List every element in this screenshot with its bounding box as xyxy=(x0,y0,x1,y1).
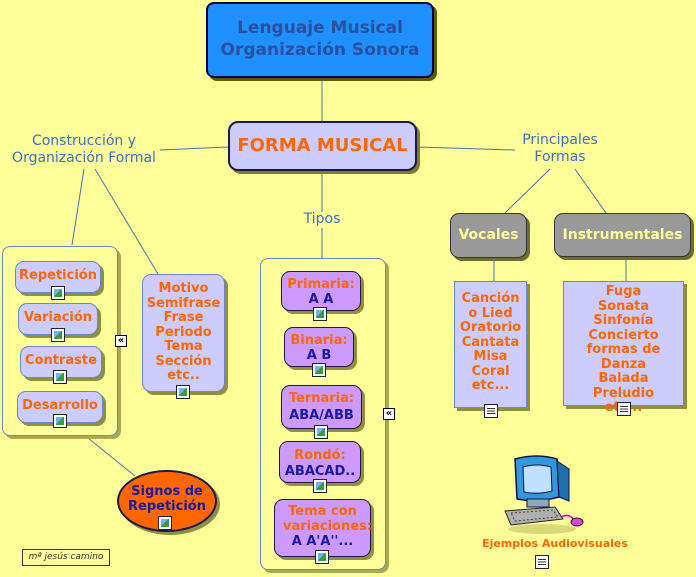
vocal-form-item: Oratorio xyxy=(459,320,522,335)
type-primaria[interactable]: Primaria: A A xyxy=(281,271,361,311)
instrumental-form-item: Sinfonía xyxy=(593,313,654,328)
image-resource-icon[interactable] xyxy=(158,516,172,530)
instrumental-form-item: Concierto xyxy=(588,327,659,343)
branch-construction-line-1: Construcción y xyxy=(31,133,137,149)
type-name: Rondó: xyxy=(294,448,346,463)
type-name: Primaria: xyxy=(287,277,355,292)
title-line-2: Organización Sonora xyxy=(220,40,420,60)
branch-construction-line-2: Organización Formal xyxy=(12,150,156,166)
structure-unit: etc.. xyxy=(167,368,200,383)
type-binaria[interactable]: Binaria: A B xyxy=(284,327,354,367)
vocal-forms-node: Vocales xyxy=(450,213,527,258)
audiovisual-link-icon[interactable] xyxy=(535,555,549,569)
vocal-form-item: etc... xyxy=(471,378,510,393)
computer-icon xyxy=(504,455,584,534)
type-scheme: A A'A''... xyxy=(291,534,354,549)
instrumental-form-item: Fuga xyxy=(605,284,642,299)
image-resource-icon[interactable] xyxy=(314,425,328,439)
central-node: FORMA MUSICAL xyxy=(228,121,417,171)
image-resource-icon[interactable] xyxy=(312,363,326,377)
image-resource-icon[interactable] xyxy=(53,370,67,384)
branch-forms-label: Principales Formas xyxy=(500,132,620,166)
image-resource-icon[interactable] xyxy=(176,385,190,399)
repetition-signs-line-1: Signos de xyxy=(131,484,203,499)
structure-unit: Periodo xyxy=(155,324,212,340)
image-resource-icon[interactable] xyxy=(313,307,327,321)
image-resource-icon[interactable] xyxy=(51,328,65,342)
type-scheme: ABA/ABB xyxy=(289,408,354,423)
type-name: Tema con variaciones: xyxy=(283,504,372,534)
title-line-1: Lenguaje Musical xyxy=(237,18,403,38)
element-label: Variación xyxy=(23,310,93,325)
vocal-form-item: Canción o Lied xyxy=(461,291,520,321)
type-scheme: A B xyxy=(306,348,332,363)
type-tema-con-variaciones[interactable]: Tema con variaciones: A A'A''... xyxy=(274,499,372,557)
structure-unit: Sección xyxy=(155,353,212,369)
element-label: Repetición xyxy=(19,268,97,283)
branch-types-label: Tipos xyxy=(303,211,341,227)
structure-unit: Tema xyxy=(164,339,203,354)
vocal-form-item: Misa xyxy=(473,349,508,364)
branch-construction-label: Construcción y Organización Formal xyxy=(4,133,164,167)
document-icon[interactable] xyxy=(617,402,631,416)
instrumental-form-item: Preludio xyxy=(592,385,655,401)
instrumental-form-item: Balada xyxy=(598,371,649,386)
vocal-form-item: Coral xyxy=(471,363,510,379)
image-resource-icon[interactable] xyxy=(315,550,329,564)
type-name: Binaria: xyxy=(290,333,348,348)
document-icon[interactable] xyxy=(484,404,498,418)
author-credit: mª jesús camino xyxy=(22,549,110,566)
element-label: Contraste xyxy=(25,353,97,368)
image-resource-icon[interactable] xyxy=(313,479,327,493)
vocal-form-item: Cantata xyxy=(461,334,520,350)
image-resource-icon[interactable] xyxy=(51,286,65,300)
element-label: Desarrollo xyxy=(22,398,98,413)
instrumental-forms-node: Instrumentales xyxy=(554,213,691,257)
audiovisual-examples-label[interactable]: Ejemplos Audiovisuales xyxy=(482,537,628,550)
collapse-toggle[interactable]: « xyxy=(115,335,127,347)
structure-unit: Frase xyxy=(163,310,204,325)
title-node: Lenguaje Musical Organización Sonora xyxy=(206,2,434,78)
instrumental-form-item: Sonata xyxy=(597,298,650,314)
type-scheme: A A xyxy=(308,292,334,307)
branch-forms-line-2: Formas xyxy=(534,149,586,165)
collapse-toggle[interactable]: « xyxy=(383,408,395,420)
repetition-signs-line-2: Repetición xyxy=(128,499,206,514)
instrumental-forms-list: Fuga Sonata Sinfonía Concierto formas de… xyxy=(563,281,684,415)
element-desarrollo[interactable]: Desarrollo xyxy=(17,391,103,423)
image-resource-icon[interactable] xyxy=(53,414,67,428)
type-scheme: ABACAD.. xyxy=(284,464,356,479)
structure-unit: Motivo xyxy=(158,281,209,296)
type-ternaria[interactable]: Ternaria: ABA/ABB xyxy=(281,385,362,429)
type-name: Ternaria: xyxy=(288,391,355,406)
instrumental-form-item: formas de Danza xyxy=(586,342,661,372)
type-rondo[interactable]: Rondó: ABACAD.. xyxy=(279,441,361,483)
vocal-forms-list: Canción o Lied Oratorio Cantata Misa Cor… xyxy=(454,281,527,408)
structure-units-node: Motivo Semifrase Frase Periodo Tema Secc… xyxy=(142,274,225,392)
branch-forms-line-1: Principales xyxy=(522,132,598,148)
structure-unit: Semifrase xyxy=(146,295,221,311)
